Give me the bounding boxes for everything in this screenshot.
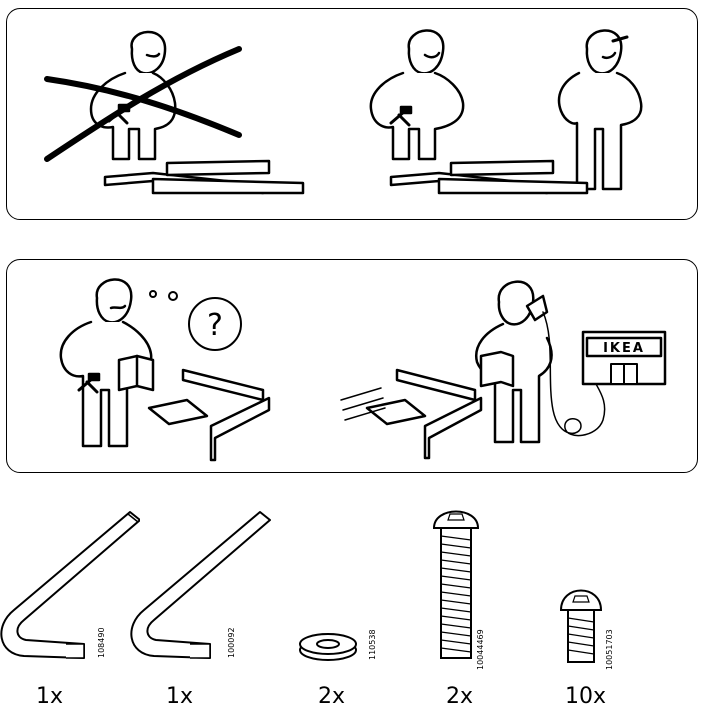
part-code: 108490 — [97, 627, 106, 658]
question-mark: ? — [207, 308, 223, 343]
hex-key-large-icon — [0, 480, 140, 680]
instruction-panel-get-help: ? IKEA — [6, 259, 698, 473]
part-quantity: 2x — [318, 684, 346, 709]
boards-l-shape-right — [341, 370, 481, 458]
parts-list: 108490 1x 100092 1x 110538 2x 10044469 2… — [0, 480, 705, 725]
part-code: 10051703 — [605, 629, 614, 670]
confused-person-illustration — [61, 279, 153, 446]
part-hex-key-small: 100092 1x — [124, 480, 274, 725]
person-one-illustration — [371, 30, 463, 159]
part-quantity: 1x — [166, 684, 194, 709]
part-quantity: 10x — [565, 684, 607, 709]
part-bolt-short: 10051703 10x — [555, 480, 635, 725]
instruction-panel-two-people — [6, 8, 698, 220]
part-code: 100092 — [227, 627, 236, 658]
washer-icon — [290, 480, 370, 680]
part-quantity: 2x — [446, 684, 474, 709]
thought-bubble — [150, 291, 241, 350]
part-washer: 110538 2x — [290, 480, 380, 725]
part-hex-key-large: 108490 1x — [0, 480, 140, 725]
cross-out-mark — [47, 49, 239, 159]
part-code: 10044469 — [476, 629, 485, 670]
ikea-logo: IKEA — [603, 341, 645, 356]
part-quantity: 1x — [36, 684, 64, 709]
bolt-short-icon — [555, 480, 615, 680]
boards-stack-left — [105, 161, 303, 193]
part-bolt-long: 10044469 2x — [420, 480, 500, 725]
person-on-phone-illustration — [476, 282, 604, 442]
hex-key-small-icon — [124, 480, 274, 680]
bolt-long-icon — [420, 480, 490, 680]
ikea-store-illustration — [583, 332, 665, 384]
person-two-illustration — [559, 30, 641, 189]
boards-l-shape-left — [149, 370, 269, 460]
boards-stack-right — [391, 161, 587, 193]
part-code: 110538 — [368, 629, 377, 660]
